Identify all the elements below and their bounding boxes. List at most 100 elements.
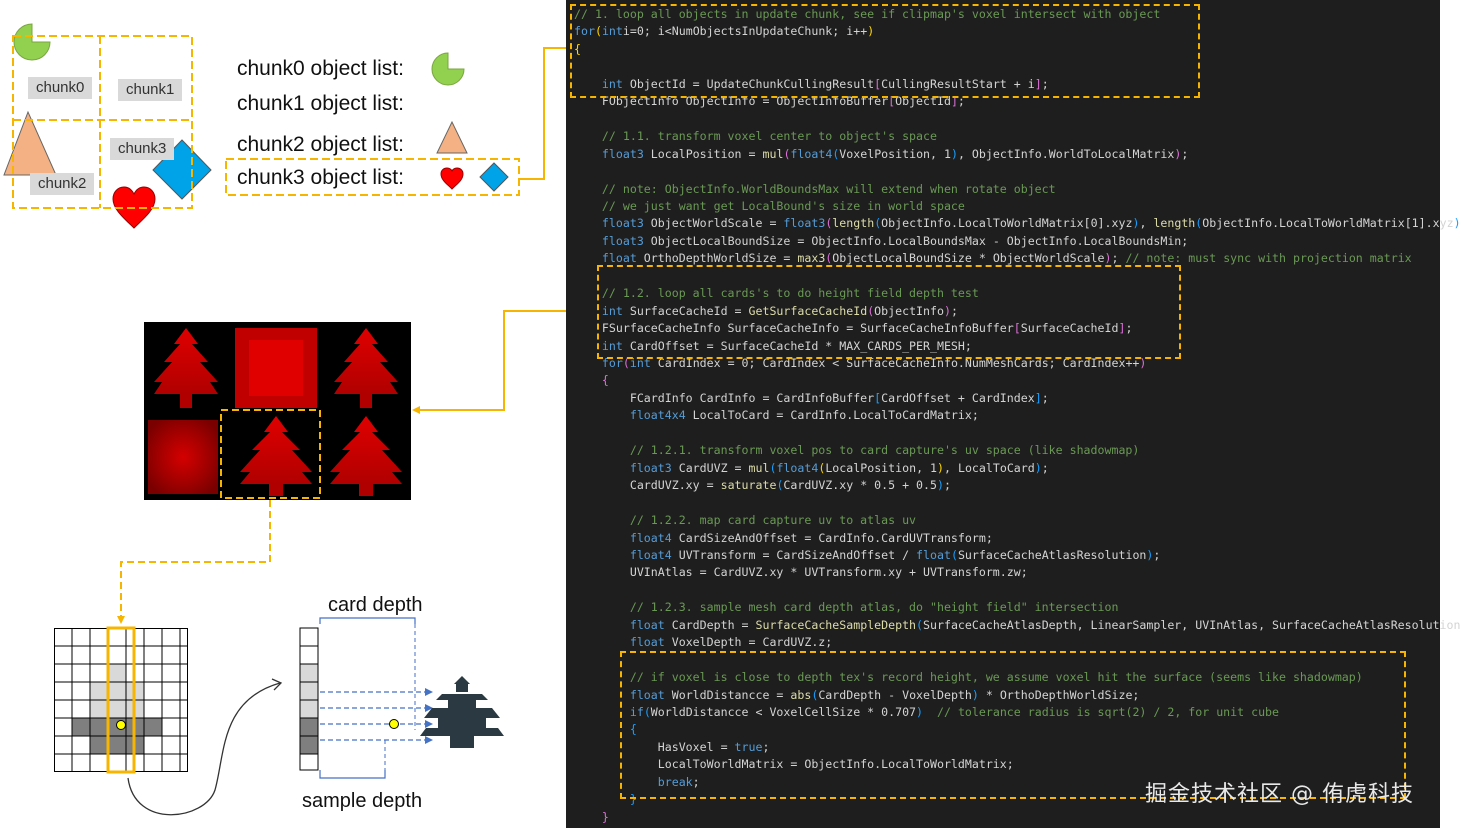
code-token: float4 xyxy=(776,460,819,475)
object-list-icons xyxy=(225,52,520,196)
code-line: // note: ObjectInfo.WorldBoundsMax will … xyxy=(574,181,1056,198)
code-line: float4 CardSizeAndOffset = CardInfo.Card… xyxy=(574,530,993,547)
code-token: int xyxy=(601,303,623,318)
code-token: CardOffset + CardIndex xyxy=(881,390,1035,405)
code-token: break xyxy=(657,774,693,789)
code-token: float3 xyxy=(629,460,672,475)
code-line: float OrthoDepthWorldSize = max3(ObjectL… xyxy=(574,250,1412,267)
code-token: ) xyxy=(950,146,958,161)
highlight-card-loop xyxy=(597,265,1181,359)
voxel-grid-diagram xyxy=(54,626,188,774)
code-token: [ xyxy=(888,94,896,109)
code-token: CardUVZ = xyxy=(671,460,749,475)
code-line: float3 ObjectWorldScale = float3(length(… xyxy=(574,215,1461,232)
code-editor-panel[interactable]: // 1. loop all objects in update chunk, … xyxy=(566,0,1461,828)
code-token: abs xyxy=(790,687,812,702)
code-token: ) xyxy=(1146,547,1154,562)
triangle-shape xyxy=(3,110,57,176)
card-square-2 xyxy=(148,420,218,494)
chunk0-object-list-label: chunk0 object list: xyxy=(237,57,404,80)
code-token xyxy=(574,618,630,632)
code-token: ( xyxy=(594,24,602,39)
code-token: ; xyxy=(1111,251,1126,266)
code-token xyxy=(574,182,602,196)
code-token: ObjectWorldScale = xyxy=(643,216,784,231)
code-token: ; xyxy=(762,739,770,754)
code-token: SurfaceCacheAtlasDepth, LinearSampler, U… xyxy=(923,617,1461,632)
code-token: // 1.2. loop all cards's to do height fi… xyxy=(601,286,979,301)
code-token: ( xyxy=(818,460,826,475)
code-token xyxy=(574,443,630,457)
code-token: [ xyxy=(874,390,882,405)
chunk3-highlight-box xyxy=(225,158,520,196)
code-line: } xyxy=(574,809,609,826)
code-token: CardUVZ.xy = xyxy=(574,478,721,493)
code-token: // 1.2.2. map card capture uv to atlas u… xyxy=(629,513,917,528)
code-line: // 1.2.1. transform voxel pos to card ca… xyxy=(574,442,1140,459)
code-line: CardUVZ.xy = saturate(CardUVZ.xy * 0.5 +… xyxy=(574,477,951,494)
code-token: ) xyxy=(943,303,951,318)
pacman-shape xyxy=(13,23,51,61)
code-line: // we just want get LocalBound's size in… xyxy=(574,198,965,215)
code-token: ( xyxy=(916,617,924,632)
code-line: UVInAtlas = CardUVZ.xy * UVTransform.xy … xyxy=(574,564,1028,581)
code-token: ObjectLocalBoundSize = ObjectInfo.LocalB… xyxy=(643,233,1189,248)
code-token: // 1.2.3. sample mesh card depth atlas, … xyxy=(629,600,1119,615)
code-token: LocalPosition = xyxy=(643,146,763,161)
code-token xyxy=(574,548,630,562)
code-line: FSurfaceCacheInfo SurfaceCacheInfo = Sur… xyxy=(574,320,1133,337)
code-line: { xyxy=(574,41,581,58)
code-line: int ObjectId = UpdateChunkCullingResult[… xyxy=(574,76,1049,93)
depth-diagram: card depth sample depth xyxy=(290,590,520,820)
code-token xyxy=(574,600,630,614)
code-token: LocalPosition, 1 xyxy=(825,460,938,475)
code-token: ObjectInfo xyxy=(874,303,944,318)
code-token: ; xyxy=(1041,460,1049,475)
code-token: ) xyxy=(867,24,875,39)
code-token: ( xyxy=(783,146,791,161)
code-token: ] xyxy=(1118,321,1126,336)
code-token: float4 xyxy=(629,530,672,545)
code-token: ( xyxy=(832,146,840,161)
code-line: float WorldDistancce = abs(CardDepth - V… xyxy=(574,687,1140,704)
code-token: } xyxy=(601,809,609,824)
code-token: if xyxy=(629,705,644,719)
code-token: // if voxel is close to depth tex's reco… xyxy=(629,670,1363,685)
code-token: float xyxy=(916,547,951,562)
code-token: ] xyxy=(1034,390,1042,405)
code-token: float4 xyxy=(629,547,672,562)
code-token: ; xyxy=(943,478,951,493)
highlight-object-loop xyxy=(570,4,1200,98)
code-token: ObjectInfo.LocalToWorldMatrix[0].xyz xyxy=(881,216,1133,231)
code-line: LocalToWorldMatrix = ObjectInfo.LocalToW… xyxy=(574,756,1014,773)
code-token: , xyxy=(1139,216,1154,231)
code-line: FCardInfo CardInfo = CardInfoBuffer[Card… xyxy=(574,390,1049,407)
code-token: CardDepth = xyxy=(664,617,756,632)
code-token: ( xyxy=(825,216,833,231)
code-token: for xyxy=(574,24,595,39)
code-token: { xyxy=(601,373,609,388)
code-token xyxy=(574,810,602,824)
code-token: UVTransform = CardSizeAndOffset / xyxy=(671,547,917,562)
code-token: GetSurfaceCacheId xyxy=(748,303,868,318)
card-atlas-svg xyxy=(148,328,402,499)
object-list-panel: chunk0 object list: chunk1 object list: … xyxy=(225,40,560,210)
code-token: float3 xyxy=(601,233,644,248)
highlight-distance-check xyxy=(620,651,1406,799)
chunk3-object-list-label: chunk3 object list: xyxy=(237,166,404,189)
code-token: UVInAtlas = CardUVZ.xy * UVTransform.xy … xyxy=(574,565,1028,580)
chunk-grid-diagram: chunk0 chunk1 chunk3 chunk2 xyxy=(0,0,230,240)
code-token: ; xyxy=(957,94,965,109)
code-token xyxy=(574,408,630,422)
voxel-point xyxy=(116,720,126,730)
code-token: ) xyxy=(1174,146,1182,161)
card-depth-label: card depth xyxy=(328,594,423,616)
triangle-icon xyxy=(436,120,468,154)
card-atlas-image xyxy=(144,322,411,500)
code-token xyxy=(574,147,602,161)
code-token: // note: ObjectInfo.WorldBoundsMax will … xyxy=(601,181,1056,196)
code-token: int xyxy=(601,24,623,39)
code-token: ( xyxy=(811,687,819,702)
code-token: CardOffset = SurfaceCacheId * MAX_CARDS_… xyxy=(622,338,972,353)
sample-point xyxy=(389,719,399,729)
